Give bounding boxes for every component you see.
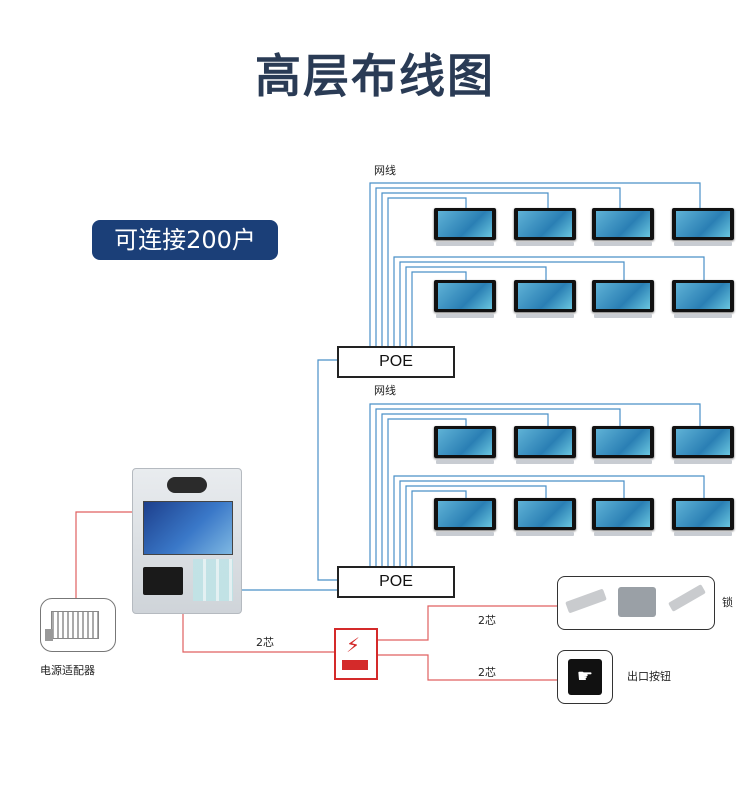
indoor-monitor-icon: [514, 208, 576, 250]
two-core-label-exit: 2芯: [478, 666, 496, 679]
exit-button-label: 出口按钮: [627, 670, 671, 683]
indoor-monitor-icon: [514, 426, 576, 468]
card-reader-icon: [143, 567, 183, 595]
power-wires: [75, 511, 557, 681]
indoor-monitor-icon: [672, 208, 734, 250]
indoor-monitor-icon: [592, 280, 654, 322]
exit-button-icon: ☛: [557, 650, 613, 704]
two-core-label-lock: 2芯: [478, 614, 496, 627]
indoor-monitor-icon: [514, 280, 576, 322]
page-title: 高层布线图: [255, 49, 495, 103]
network-wires: [240, 182, 705, 591]
poe-switch-top: POE: [337, 346, 455, 378]
indoor-monitor-icon: [434, 208, 496, 250]
outdoor-station-icon: [132, 468, 242, 614]
power-adapter-label: 电源适配器: [40, 664, 95, 677]
lock-label: 锁: [722, 596, 733, 609]
indoor-monitor-icon: [672, 426, 734, 468]
capacity-badge: 可连接200户: [92, 220, 278, 260]
indoor-monitor-icon: [592, 208, 654, 250]
indoor-monitor-icon: [434, 498, 496, 540]
poe-switch-bottom: POE: [337, 566, 455, 598]
indoor-monitor-icon: [434, 280, 496, 322]
camera-icon: [167, 477, 207, 493]
indoor-monitor-icon: [514, 498, 576, 540]
lock-icon: [557, 576, 715, 630]
indoor-monitor-icon: [434, 426, 496, 468]
indoor-monitor-icon: [672, 498, 734, 540]
keypad-icon: [193, 559, 233, 601]
indoor-monitor-icon: [592, 426, 654, 468]
station-screen: [143, 501, 233, 555]
network-label-top: 网线: [374, 164, 396, 177]
power-supply-icon: ⚡: [334, 628, 378, 680]
indoor-monitor-icon: [592, 498, 654, 540]
indoor-monitor-icon: [672, 280, 734, 322]
power-adapter-icon: [40, 598, 116, 652]
two-core-label-left: 2芯: [256, 636, 274, 649]
network-label-bottom: 网线: [374, 384, 396, 397]
